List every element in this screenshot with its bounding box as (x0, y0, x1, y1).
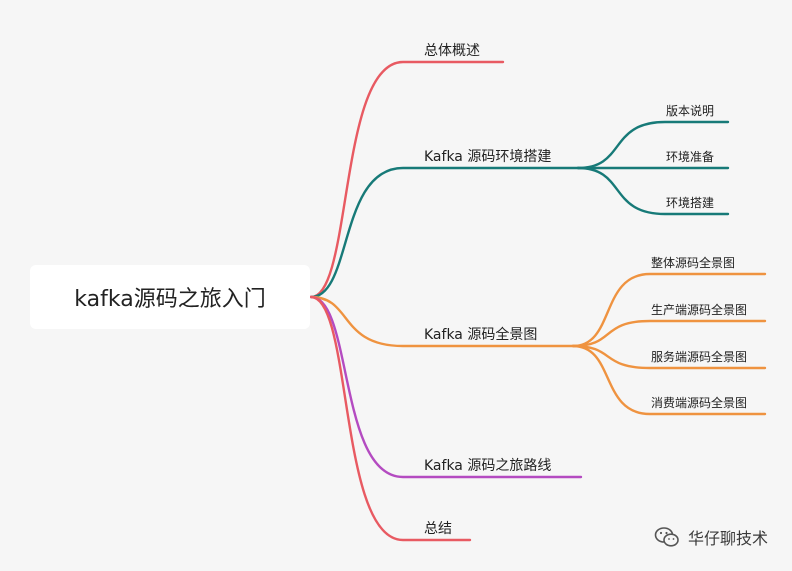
branch-label-1[interactable]: 总体概述 (424, 43, 480, 59)
sub-line-2-3 (576, 166, 730, 216)
root-node-label: kafka源码之旅入门 (74, 287, 266, 312)
branch-line-5 (309, 295, 472, 542)
branch-line-1 (309, 60, 505, 299)
watermark: 华仔聊技术 (654, 525, 768, 549)
sub-line-2-1 (576, 120, 730, 170)
branch-label-2[interactable]: Kafka 源码环境搭建 (424, 149, 552, 165)
sub-line-3-3 (571, 344, 767, 370)
wechat-icon (654, 527, 679, 547)
branch-line-3 (309, 295, 575, 348)
watermark-text: 华仔聊技术 (687, 529, 768, 548)
sub-label-2-1[interactable]: 版本说明 (666, 104, 715, 118)
root-node[interactable]: kafka源码之旅入门 (30, 265, 310, 329)
branch-label-5[interactable]: 总结 (424, 521, 452, 537)
sub-line-3-2 (571, 319, 767, 348)
sub-label-3-4[interactable]: 消费端源码全景图 (651, 396, 748, 410)
branch-label-3[interactable]: Kafka 源码全景图 (424, 327, 538, 343)
sub-line-3-4 (571, 344, 767, 416)
branch-label-4[interactable]: Kafka 源码之旅路线 (424, 458, 552, 474)
sub-label-3-1[interactable]: 整体源码全景图 (651, 256, 736, 270)
branch-line-4 (309, 295, 583, 479)
sub-label-3-2[interactable]: 生产端源码全景图 (651, 303, 748, 317)
sub-label-2-3[interactable]: 环境搭建 (666, 196, 715, 210)
branch-line-2 (309, 166, 580, 299)
sub-label-3-3[interactable]: 服务端源码全景图 (651, 350, 748, 364)
sub-label-2-2[interactable]: 环境准备 (666, 150, 715, 164)
sub-line-3-1 (571, 272, 767, 348)
